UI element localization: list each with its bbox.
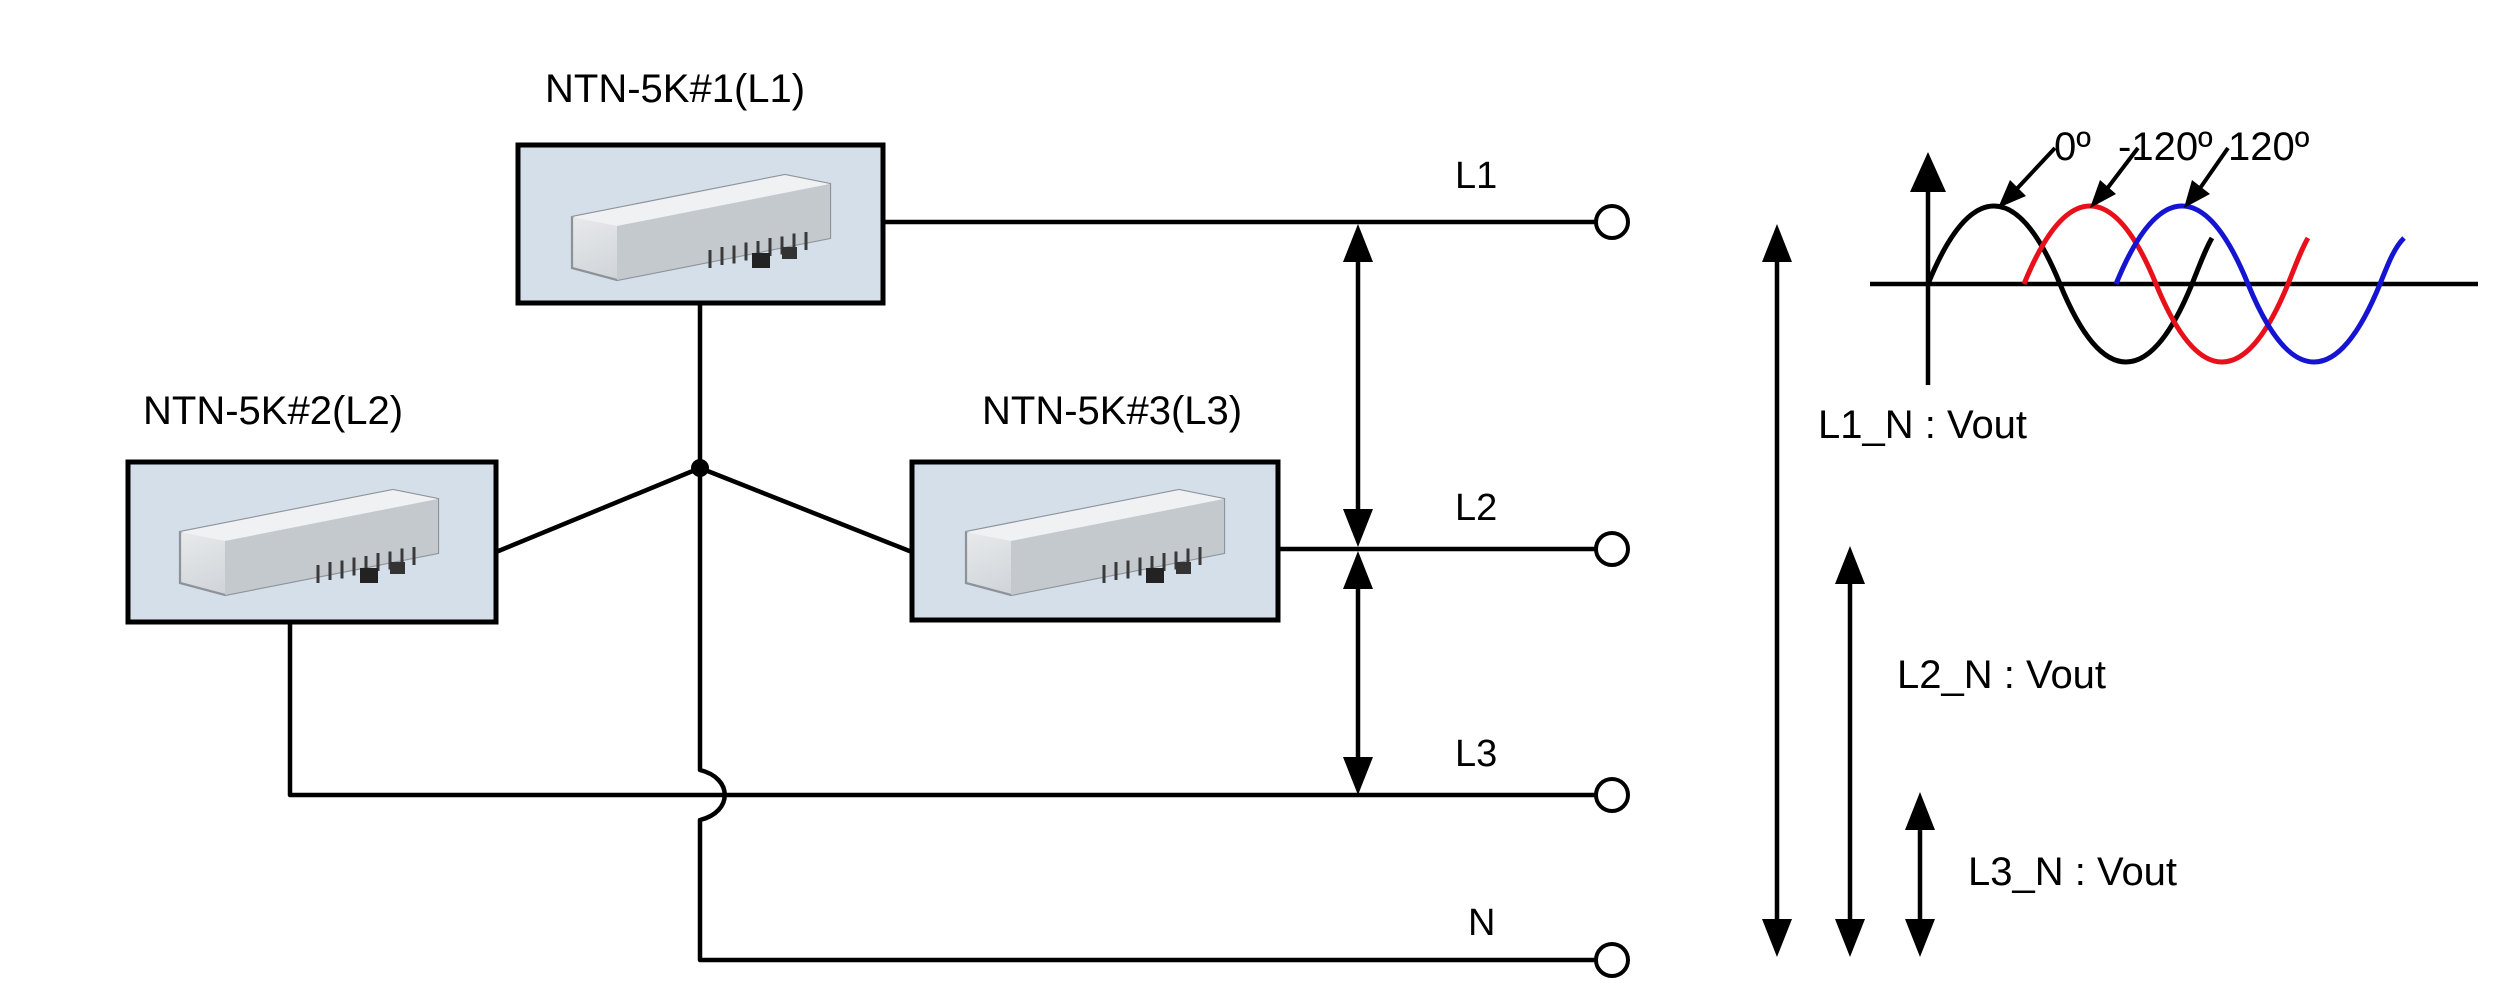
arrow-l3n-bottom xyxy=(1905,919,1935,957)
arrow-head-l1-up xyxy=(1343,224,1373,262)
wire-l3 xyxy=(287,619,1598,798)
arrow-l1n-bottom xyxy=(1762,919,1792,957)
pointer-neg120-head xyxy=(2090,180,2116,208)
vout-label-l2n: L2_N : Vout xyxy=(1897,653,2106,697)
pointer-0-head xyxy=(1998,180,2026,208)
wave-phase-0-trace xyxy=(1925,203,2215,365)
wiring xyxy=(287,219,1598,963)
vout-label-l1n: L1_N : Vout xyxy=(1818,403,2027,447)
wave-phase-120 xyxy=(2113,203,2406,365)
line-label-l1: L1 xyxy=(1455,155,1497,197)
line-label-l3: L3 xyxy=(1455,733,1497,775)
wire-neutral xyxy=(697,465,1598,963)
psu-unit-2: NTN-5K#2(L2) xyxy=(125,389,499,625)
terminal-l3 xyxy=(1594,777,1630,813)
phase-label-120: 120º xyxy=(2228,125,2310,169)
line-label-l2: L2 xyxy=(1455,487,1497,529)
line-to-line-arrows xyxy=(1343,224,1373,795)
unit-3-label: NTN-5K#3(L3) xyxy=(982,389,1242,433)
wave-phase-neg120 xyxy=(2021,203,2311,365)
phase-label-neg120: -120º xyxy=(2118,125,2213,169)
arrow-head-l3-down xyxy=(1343,757,1373,795)
terminal-l1 xyxy=(1594,204,1630,240)
arrow-l2n-bottom xyxy=(1835,919,1865,957)
vout-arrows xyxy=(1762,224,1935,957)
terminal-l2 xyxy=(1594,531,1630,567)
terminals xyxy=(1594,204,1630,978)
unit-1-label: NTN-5K#1(L1) xyxy=(545,67,805,111)
wire-unit3-neutral xyxy=(697,465,915,555)
pointer-120-head xyxy=(2184,180,2210,208)
vout-label-l3n: L3_N : Vout xyxy=(1968,850,2177,894)
arrow-head-l2-up xyxy=(1343,551,1373,589)
psu-unit-1: NTN-5K#1(L1) xyxy=(515,67,886,306)
psu-unit-3: NTN-5K#3(L3) xyxy=(909,389,1281,623)
waveform-y-axis-arrow xyxy=(1910,152,1946,192)
arrow-head-l2-down xyxy=(1343,509,1373,547)
arrow-l3n-top xyxy=(1905,792,1935,830)
line-label-n: N xyxy=(1468,902,1495,944)
terminal-n xyxy=(1594,942,1630,978)
phase-label-0: 0º xyxy=(2054,125,2091,169)
unit-2-label: NTN-5K#2(L2) xyxy=(143,389,403,433)
phase-waveform-inset: 0º -120º 120º xyxy=(1870,125,2478,385)
wire-unit2-neutral xyxy=(493,465,703,555)
arrow-l2n-top xyxy=(1835,546,1865,584)
arrow-l1n-top xyxy=(1762,224,1792,262)
